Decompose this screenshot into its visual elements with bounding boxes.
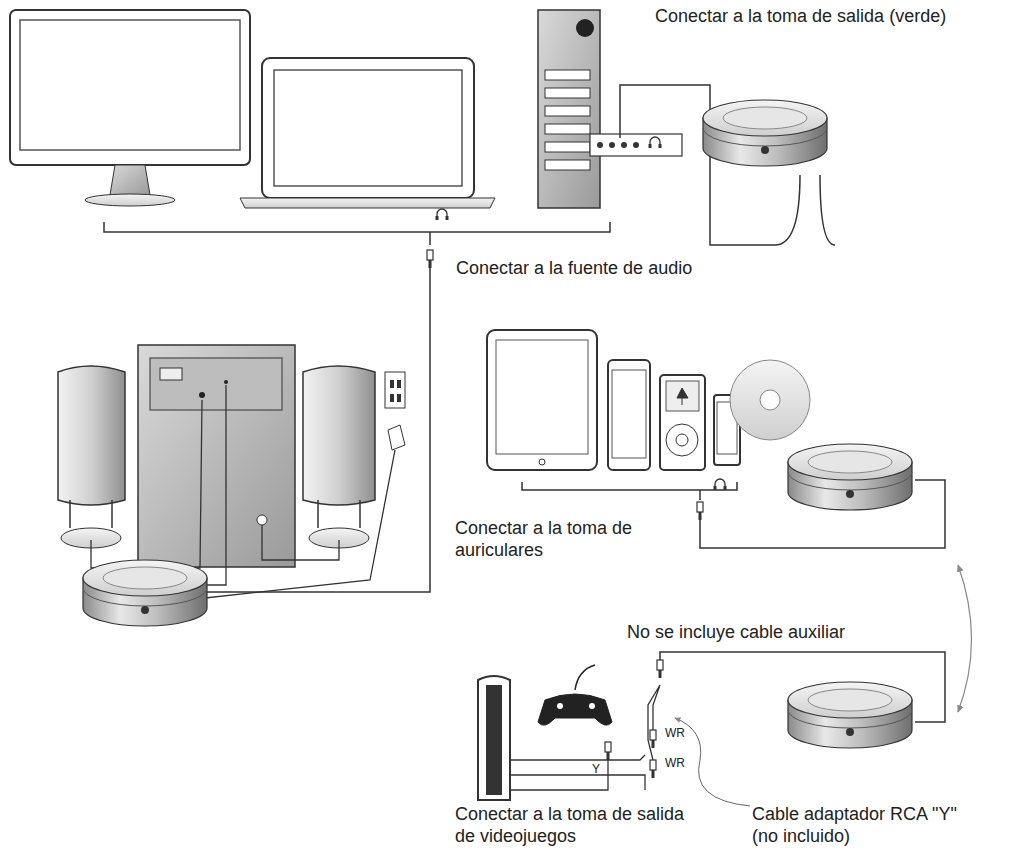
audio-cable xyxy=(820,175,835,245)
laptop xyxy=(240,58,495,208)
desktop-tower xyxy=(538,10,682,208)
plug-label: WR xyxy=(665,726,705,740)
rca-y-cable xyxy=(510,652,945,806)
plug-label: WR xyxy=(665,756,705,770)
speaker-system xyxy=(58,345,405,598)
curved-arrow xyxy=(958,565,972,712)
instruction-label: No se incluye cable auxiliar xyxy=(627,622,927,644)
control-pod xyxy=(788,444,912,510)
control-pod xyxy=(788,682,912,748)
plug-label: Y xyxy=(592,762,612,776)
audio-cable xyxy=(700,480,945,548)
instruction-label: Conectar a la fuente de audio xyxy=(456,258,756,280)
monitor xyxy=(10,10,250,206)
instruction-label: Conectar a la toma de salida de videojue… xyxy=(455,804,695,847)
instruction-label: Cable adaptador RCA "Y" (no incluido) xyxy=(752,804,967,847)
instruction-label: Conectar a la toma de salida (verde) xyxy=(655,6,1025,28)
portable-devices xyxy=(487,330,810,520)
instruction-label: Conectar a la toma de auriculares xyxy=(455,518,633,561)
control-pod xyxy=(83,560,207,626)
game-console xyxy=(478,665,612,800)
control-pod xyxy=(703,100,827,166)
